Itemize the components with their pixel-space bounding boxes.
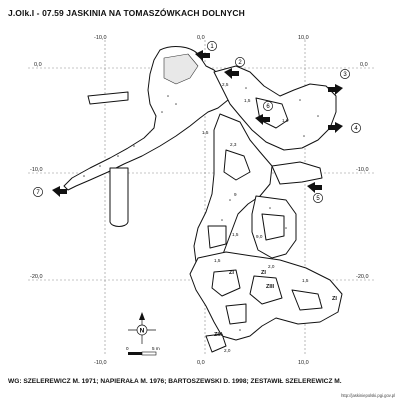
height-label-11: 1,5 <box>302 278 309 283</box>
height-label-6: 1,0 <box>282 118 289 123</box>
entrance-arrow-2 <box>224 68 239 79</box>
east-branch <box>271 161 323 185</box>
zone-labels: ZI ZI ZIII ZI ZIII <box>214 270 337 338</box>
scale-bar: 0 5 m <box>126 346 160 356</box>
central-loop-2 <box>207 225 227 249</box>
west-pocket <box>87 91 129 105</box>
grid-label-bottom-1: -10,0 <box>94 360 107 366</box>
entrance-arrow-4 <box>328 122 343 133</box>
entrance-label-6: 6 <box>266 104 270 110</box>
grid-label-right-3: -20,0 <box>356 274 369 280</box>
grid-label-top-2: 0,0 <box>197 35 205 41</box>
grid-label-right-1: 0,0 <box>360 62 368 68</box>
entrance-arrow-3 <box>328 84 343 95</box>
entrance-label-4: 4 <box>354 126 358 132</box>
entrance-label-5: 5 <box>316 196 320 202</box>
north-label: N <box>140 328 145 335</box>
entrance-label-3: 3 <box>343 72 347 78</box>
zone-label-4: ZI <box>332 296 337 302</box>
cave-texture <box>83 87 321 331</box>
height-label-5: 9 <box>234 192 237 197</box>
map-title: J.Olk.I - 07.59 JASKINIA NA TOMASZÓWKACH… <box>8 8 245 18</box>
entrance-arrow-7 <box>52 186 67 197</box>
grid-label-left-1: 0,0 <box>34 62 42 68</box>
grid-label-top-3: 10,0 <box>298 35 309 41</box>
entrance-label-1: 1 <box>210 44 214 50</box>
height-label-12: 2,0 <box>224 348 231 353</box>
grid-label-right-2: -10,0 <box>356 167 369 173</box>
zone-label-2: ZI <box>261 270 266 276</box>
main-chamber <box>63 46 231 191</box>
entrance-labels: 1 2 3 4 5 6 7 <box>33 41 361 203</box>
height-label-3: 2,3 <box>230 142 237 147</box>
height-label-2: 1,5 <box>244 98 251 103</box>
height-label-1: 2,5 <box>222 82 229 87</box>
height-label-4: 1,5 <box>202 130 209 135</box>
height-label-10: 2,0 <box>268 264 275 269</box>
height-labels: 2,5 1,5 2,3 1,5 9 1,0 1,5 9,0 1,5 2,0 1,… <box>202 82 309 353</box>
scale-end: 5 m <box>152 346 160 351</box>
mid-east-pillar <box>261 213 285 241</box>
grid-label-left-2: -10,0 <box>30 167 43 173</box>
scale-start: 0 <box>126 346 129 351</box>
map-credits: WG: SZELEREWICZ M. 1971; NAPIERAŁA M. 19… <box>8 378 342 385</box>
map-website: http://jaskiniepolski.pgi.gov.pl <box>341 393 395 398</box>
cave-outline <box>63 46 343 353</box>
labyrinth-pillar-1 <box>211 269 241 297</box>
entrance-arrow-6 <box>255 114 270 125</box>
grid-labels: -10,0 0,0 10,0 -10,0 0,0 10,0 0,0 -10,0 … <box>30 35 369 366</box>
height-label-8: 9,0 <box>256 234 263 239</box>
north-arrow: N <box>128 312 156 344</box>
grid-label-bottom-2: 0,0 <box>197 360 205 366</box>
main-chamber-sediment <box>163 53 199 85</box>
zone-label-5: ZIII <box>214 332 223 338</box>
entrance-arrows <box>52 50 343 197</box>
height-label-9: 1,5 <box>214 258 221 263</box>
lower-small-chamber <box>205 333 227 353</box>
west-shaft <box>109 167 129 227</box>
labyrinth-pillar-4 <box>225 303 247 325</box>
zone-label-3: ZIII <box>266 284 275 290</box>
entrance-arrow-5 <box>307 182 322 193</box>
grid-label-top-1: -10,0 <box>94 35 107 41</box>
entrance-label-7: 7 <box>36 190 40 196</box>
height-label-7: 1,5 <box>232 232 239 237</box>
labyrinth-pillar-3 <box>291 289 323 311</box>
grid-label-bottom-3: 10,0 <box>298 360 309 366</box>
entrance-arrow-1 <box>195 50 210 61</box>
central-loop-1 <box>223 149 251 181</box>
grid-label-left-3: -20,0 <box>30 274 43 280</box>
labyrinth-pillar-2 <box>249 275 283 305</box>
zone-label-1: ZI <box>229 270 234 276</box>
entrance-label-2: 2 <box>238 60 242 66</box>
